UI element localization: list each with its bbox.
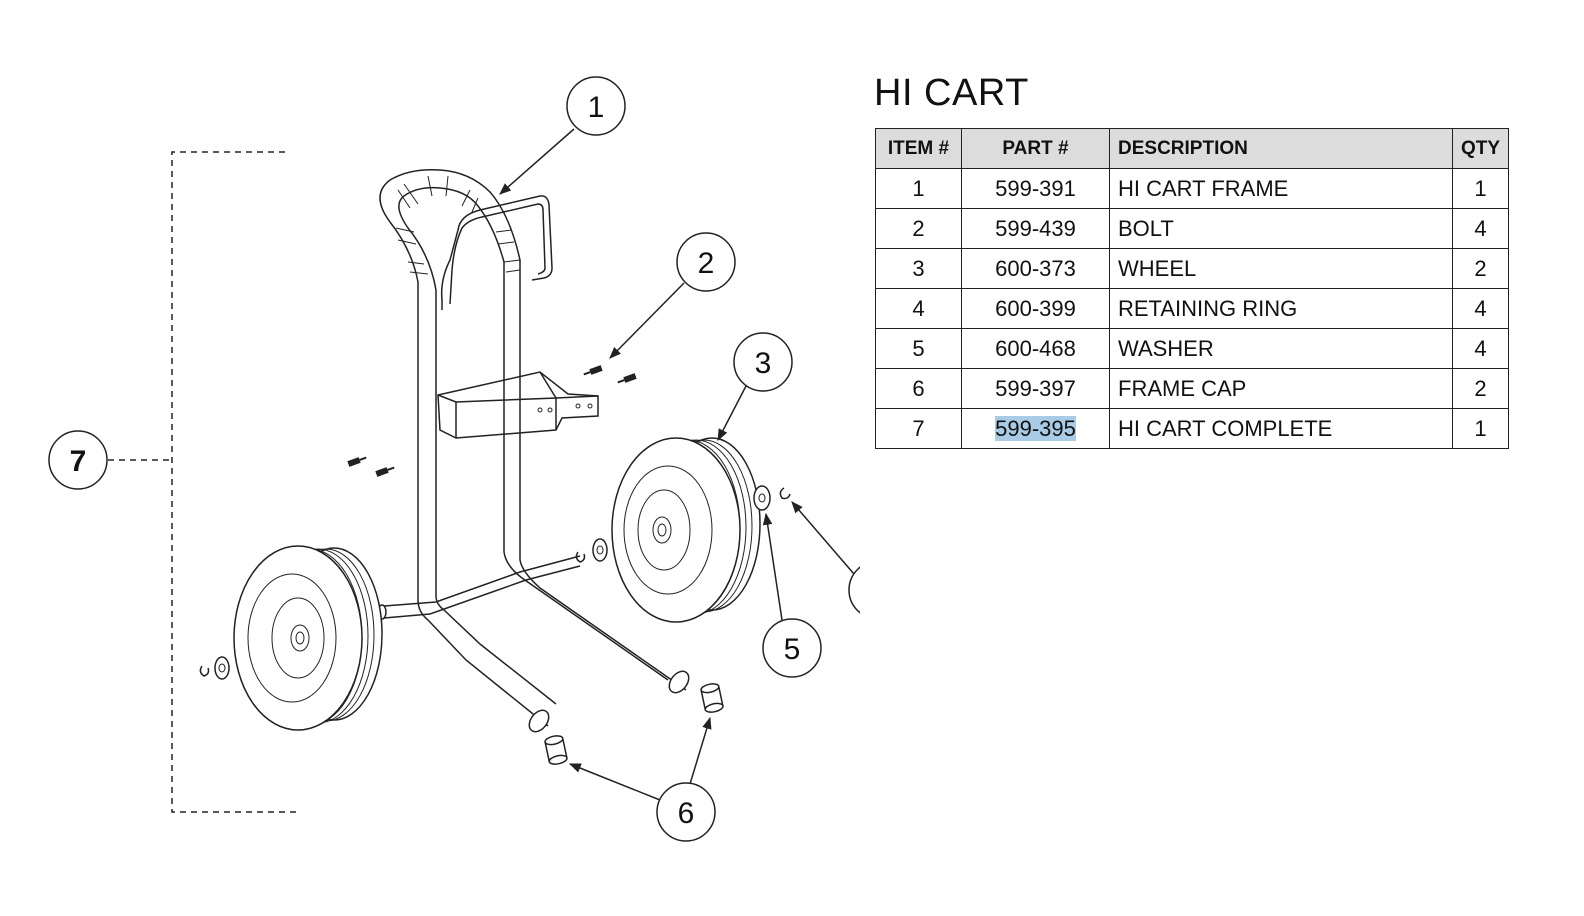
cell-qty: 4: [1451, 288, 1510, 329]
cell-description: WASHER: [1109, 328, 1453, 369]
callout-7: 7: [48, 430, 108, 490]
table-row: 7 599-395 HI CART COMPLETE 1: [875, 408, 1510, 449]
callout-6: 6: [656, 782, 716, 842]
bolts: [347, 365, 637, 477]
cell-part: 600-373: [961, 248, 1110, 289]
header-qty: QTY: [1451, 128, 1510, 169]
cell-qty: 2: [1451, 248, 1510, 289]
cell-item: 7: [875, 408, 962, 449]
callout-1: 1: [566, 76, 626, 136]
header-description: DESCRIPTION: [1109, 128, 1453, 169]
callout-2-label: 2: [698, 247, 715, 280]
cell-description: HI CART COMPLETE: [1109, 408, 1453, 449]
callout-3-label: 3: [755, 347, 772, 380]
cell-item: 3: [875, 248, 962, 289]
cell-description: BOLT: [1109, 208, 1453, 249]
callout-5-label: 5: [784, 633, 801, 666]
cart-frame: [377, 168, 690, 733]
callout-3: 3: [733, 332, 793, 392]
wheel-left: [233, 545, 383, 731]
washers-rings: [199, 485, 791, 680]
assembly-bracket: [108, 151, 300, 813]
callout-2: 2: [676, 232, 736, 292]
cell-qty: 2: [1451, 368, 1510, 409]
cell-description: WHEEL: [1109, 248, 1453, 289]
table-row: 6 599-397 FRAME CAP 2: [875, 368, 1510, 409]
table-row: 4 600-399 RETAINING RING 4: [875, 288, 1510, 329]
table-row: 2 599-439 BOLT 4: [875, 208, 1510, 249]
cell-part: 599-391: [961, 168, 1110, 209]
leader-lines: [499, 128, 855, 801]
cell-item: 1: [875, 168, 962, 209]
selected-part-number[interactable]: 599-395: [995, 415, 1076, 441]
cell-description: HI CART FRAME: [1109, 168, 1453, 209]
wheel-right: [611, 437, 761, 623]
cell-part: 600-468: [961, 328, 1110, 369]
header-item: ITEM #: [875, 128, 962, 169]
header-part: PART #: [961, 128, 1110, 169]
cell-description: RETAINING RING: [1109, 288, 1453, 329]
callout-7-label: 7: [70, 445, 87, 478]
cell-part[interactable]: 599-395: [961, 408, 1110, 449]
cell-item: 2: [875, 208, 962, 249]
table-row: 5 600-468 WASHER 4: [875, 328, 1510, 369]
cell-item: 4: [875, 288, 962, 329]
callout-5: 5: [762, 618, 822, 678]
callout-1-label: 1: [588, 91, 605, 124]
exploded-cart-diagram: 1 2 3 4 5 6 7: [48, 76, 860, 842]
cell-part: 600-399: [961, 288, 1110, 329]
callout-6-label: 6: [678, 797, 695, 830]
cell-item: 6: [875, 368, 962, 409]
table-row: 1 599-391 HI CART FRAME 1: [875, 168, 1510, 209]
cell-part: 599-439: [961, 208, 1110, 249]
callout-4: 4: [848, 566, 860, 614]
cell-description: FRAME CAP: [1109, 368, 1453, 409]
cell-part: 599-397: [961, 368, 1110, 409]
page-title: HI CART: [874, 72, 1029, 114]
cell-qty: 1: [1451, 168, 1510, 209]
frame-caps: [544, 683, 724, 765]
cell-qty: 1: [1451, 408, 1510, 449]
cell-qty: 4: [1451, 328, 1510, 369]
cell-item: 5: [875, 328, 962, 369]
cell-qty: 4: [1451, 208, 1510, 249]
table-header-row: ITEM # PART # DESCRIPTION QTY: [875, 128, 1510, 169]
table-row: 3 600-373 WHEEL 2: [875, 248, 1510, 289]
parts-table: ITEM # PART # DESCRIPTION QTY 1 599-391 …: [875, 128, 1510, 449]
